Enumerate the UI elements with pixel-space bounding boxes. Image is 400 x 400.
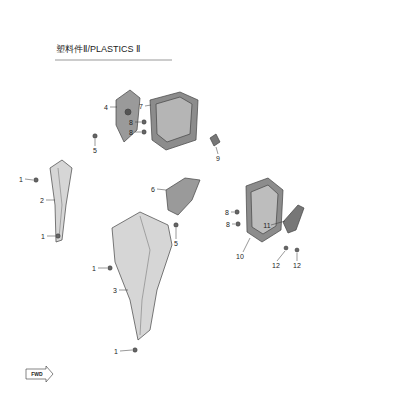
callout-number: 8 bbox=[129, 119, 133, 126]
title-rule bbox=[55, 60, 172, 61]
callout-number: 11 bbox=[263, 222, 270, 229]
callout-number: 5 bbox=[174, 240, 178, 247]
callout-number: 5 bbox=[93, 147, 97, 154]
callout-number: 8 bbox=[226, 221, 230, 228]
callout-number: 4 bbox=[104, 104, 108, 111]
callout-number: 7 bbox=[139, 103, 143, 110]
screws bbox=[34, 120, 299, 352]
callout-number: 10 bbox=[236, 253, 244, 260]
callout-number: 12 bbox=[293, 262, 301, 269]
callout-number: 1 bbox=[92, 265, 96, 272]
callout-number: 6 bbox=[151, 186, 155, 193]
leader-lines bbox=[25, 105, 297, 351]
callout-number: 8 bbox=[129, 129, 133, 136]
callout-number: 2 bbox=[40, 197, 44, 204]
callout-number: 8 bbox=[225, 209, 229, 216]
callout-number: 3 bbox=[113, 287, 117, 294]
direction-label: FWD bbox=[31, 372, 42, 377]
callout-number: 1 bbox=[114, 348, 118, 355]
parts bbox=[50, 90, 304, 340]
callout-number: 1 bbox=[41, 233, 45, 240]
diagram-title: 塑料件Ⅱ/PLASTICS Ⅱ bbox=[56, 45, 140, 54]
fwd-arrow bbox=[26, 366, 53, 382]
callout-number: 9 bbox=[216, 155, 220, 162]
callout-number: 1 bbox=[19, 176, 23, 183]
callout-number: 12 bbox=[272, 262, 280, 269]
